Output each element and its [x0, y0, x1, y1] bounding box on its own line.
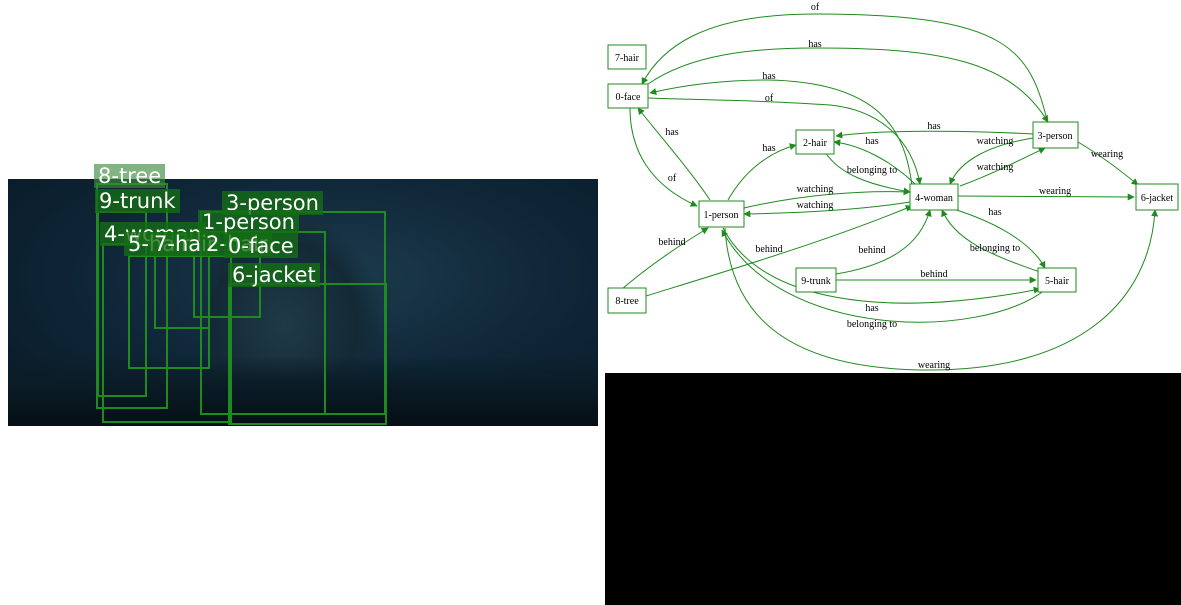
edge-woman-person3-watching-2	[959, 147, 1046, 187]
edge-label: belonging to	[970, 243, 1020, 254]
edge-label: belonging to	[847, 165, 897, 176]
scene-photo	[8, 179, 598, 426]
edge-person3-face-of	[641, 13, 1049, 125]
edge-label: has	[865, 303, 878, 314]
node-hair7: 7-hair	[607, 44, 647, 70]
node-face: 0-face	[607, 83, 649, 109]
edge-label: of	[811, 2, 820, 13]
edge-label: of	[668, 173, 677, 184]
node-trunk: 9-trunk	[795, 267, 837, 293]
node-label: 5-hair	[1045, 276, 1070, 287]
edge-label: has	[665, 127, 678, 138]
node-label: 6-jacket	[1141, 193, 1173, 204]
node-label: 3-person	[1038, 131, 1073, 142]
edge-label: has	[808, 39, 821, 50]
edge-label: behind	[755, 244, 782, 255]
edge-label: watching	[977, 162, 1014, 173]
edge-label: has	[865, 136, 878, 147]
scene-graph: of has has of has of has has has belongi…	[600, 0, 1181, 372]
node-label: 2-hair	[803, 138, 828, 149]
edge-label: belonging to	[847, 319, 897, 330]
edge-person1-face-has	[637, 107, 711, 201]
edge-woman-jacket-wearing	[957, 193, 1135, 201]
edge-trunk-woman-behind	[835, 209, 932, 275]
node-tree: 8-tree	[607, 287, 647, 314]
edge-label: has	[988, 207, 1001, 218]
node-hair5: 5-hair	[1037, 267, 1077, 293]
node-jacket: 6-jacket	[1135, 183, 1179, 211]
edge-label: has	[927, 121, 940, 132]
node-label: 8-tree	[615, 296, 639, 307]
edge-label: behind	[658, 237, 685, 248]
edge-woman-hair5-has	[949, 207, 1046, 269]
edge-label: watching	[797, 200, 834, 211]
edge-label: behind	[858, 245, 885, 256]
edge-label: has	[762, 71, 775, 82]
edge-label: of	[765, 93, 774, 104]
edge-label: has	[762, 143, 775, 154]
edge-label: wearing	[1091, 149, 1123, 160]
edge-woman-hair2-has	[833, 139, 916, 185]
node-hair2: 2-hair	[795, 129, 835, 155]
edge-person3-woman-watching-1	[949, 137, 1034, 185]
edge-hair2-woman-belonging	[824, 151, 911, 195]
node-label: 4-woman	[915, 193, 953, 204]
node-person3: 3-person	[1032, 121, 1079, 149]
node-woman: 4-woman	[909, 183, 959, 211]
edge-tree-woman-behind	[645, 205, 913, 297]
edge-person1-woman-watching	[743, 188, 911, 209]
edge-woman-person1-watching	[743, 201, 911, 218]
edge-labels: of has has of has of has has has belongi…	[658, 2, 1123, 371]
edge-face-woman-of	[647, 97, 923, 185]
node-label: 9-trunk	[801, 276, 830, 287]
edge-person3-hair2-has	[835, 130, 1034, 139]
empty-black-panel	[605, 373, 1181, 605]
edge-person1-hair5-has	[722, 227, 1041, 304]
graph-nodes: 7-hair 0-face 2-hair 3-person 1-person 4…	[607, 44, 1179, 314]
node-person1: 1-person	[698, 200, 745, 228]
edge-hair5-woman-belonging	[941, 209, 1041, 273]
edge-tree-person1-behind	[621, 227, 709, 290]
ground	[8, 356, 598, 426]
edge-hair5-person1-belonging	[721, 229, 1046, 323]
node-label: 0-face	[616, 92, 642, 103]
edge-person1-jacket-wearing	[724, 209, 1159, 371]
edge-person1-hair2-has	[727, 143, 797, 201]
edge-face-person3-has	[647, 47, 1049, 123]
edge-label: watching	[977, 136, 1014, 147]
edge-label: watching	[797, 184, 834, 195]
edge-label: wearing	[918, 360, 950, 371]
edge-label: behind	[920, 269, 947, 280]
edge-label: wearing	[1039, 186, 1071, 197]
edge-face-person1-of	[629, 107, 698, 207]
edge-woman-face-has	[649, 79, 913, 187]
graph-edges	[621, 13, 1159, 371]
node-label: 1-person	[704, 210, 739, 221]
edge-person3-jacket-wearing	[1077, 141, 1139, 186]
node-label: 7-hair	[615, 53, 640, 64]
